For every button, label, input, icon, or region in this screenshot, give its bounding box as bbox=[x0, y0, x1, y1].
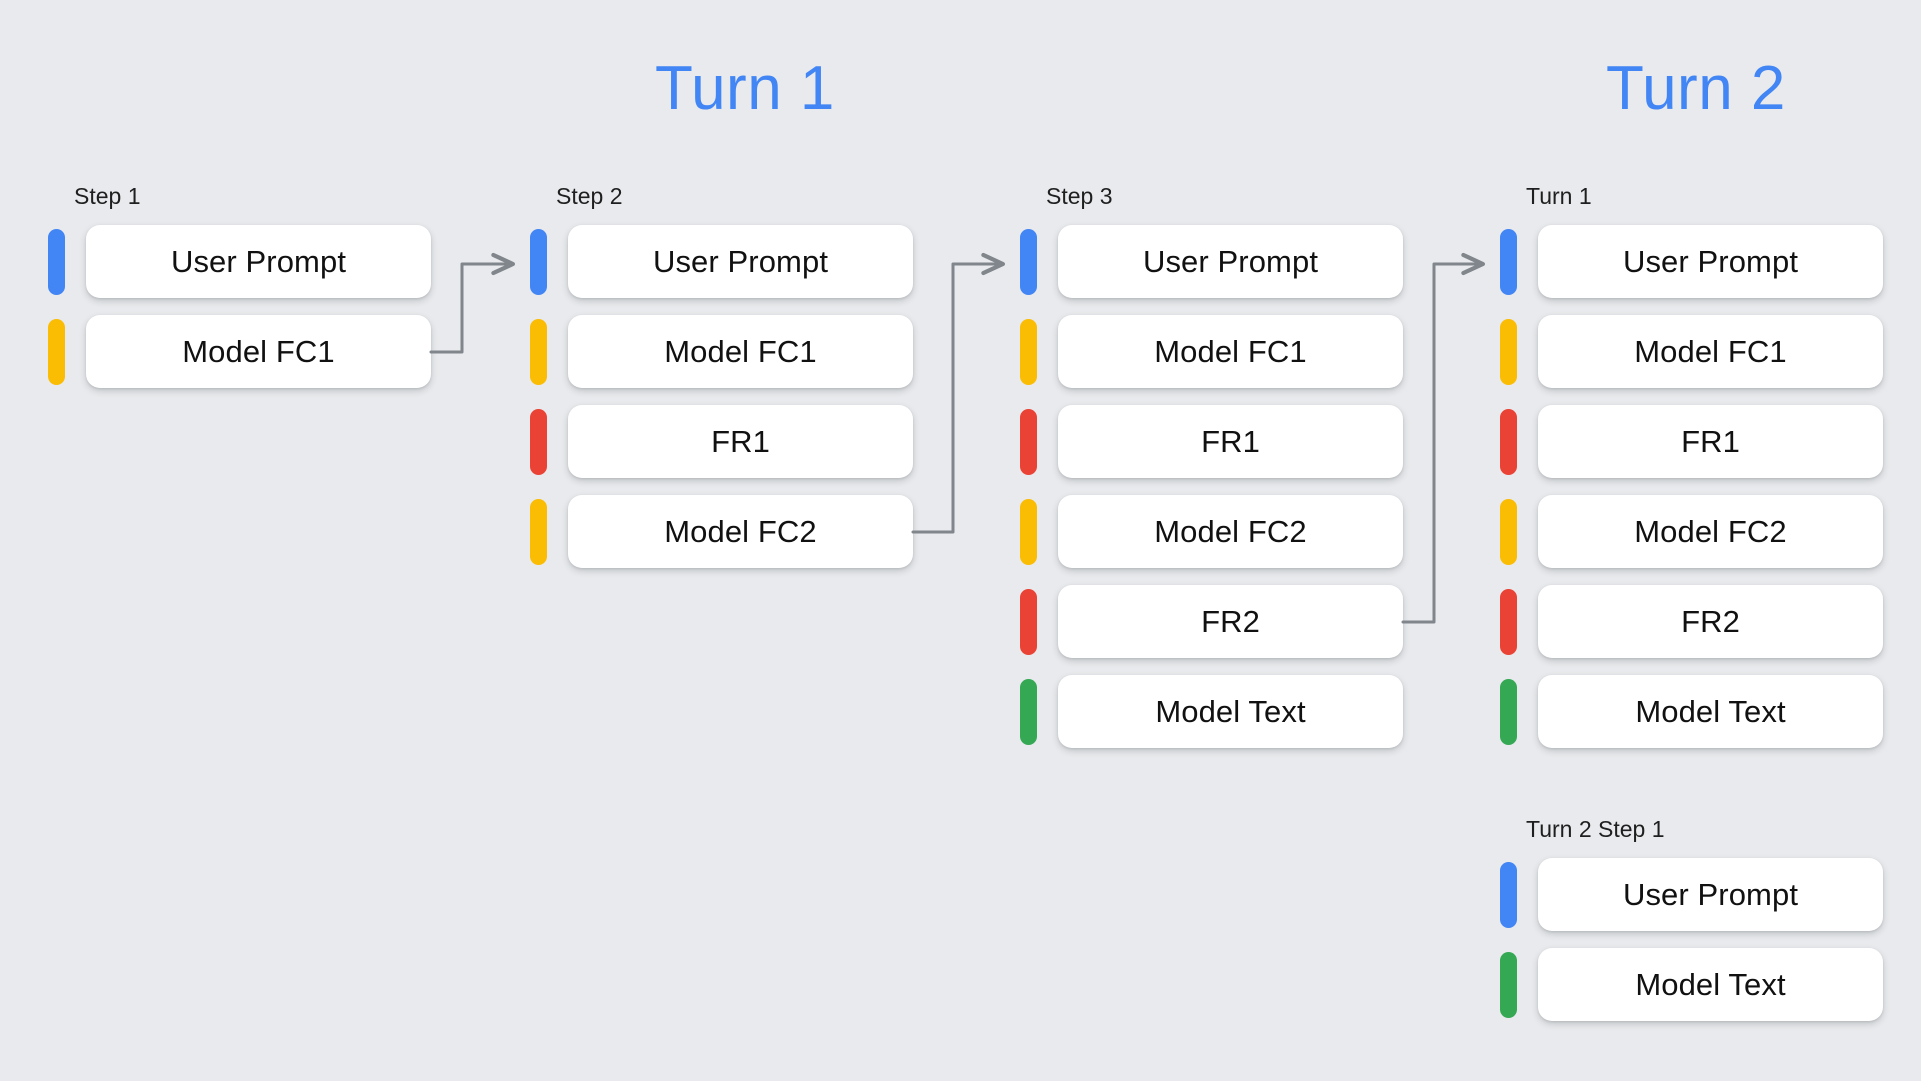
role-color-bar-yellow bbox=[1020, 319, 1037, 385]
role-color-bar-red bbox=[530, 409, 547, 475]
list-item[interactable]: Model FC2 bbox=[1500, 495, 1900, 568]
event-card[interactable]: FR2 bbox=[1058, 585, 1403, 658]
list-item[interactable]: User Prompt bbox=[1500, 858, 1900, 931]
connector-step2-to-step3 bbox=[911, 252, 1006, 534]
list-item[interactable]: Model FC1 bbox=[1020, 315, 1420, 388]
event-card[interactable]: Model FC1 bbox=[86, 315, 431, 388]
list-item[interactable]: Model FC1 bbox=[1500, 315, 1900, 388]
list-item[interactable]: Model FC2 bbox=[1020, 495, 1420, 568]
list-item[interactable]: User Prompt bbox=[1020, 225, 1420, 298]
role-color-bar-yellow bbox=[1500, 319, 1517, 385]
turn-2-header: Turn 2 bbox=[1606, 54, 1786, 123]
column-label-step-2: Step 2 bbox=[556, 183, 623, 209]
event-card-label: FR2 bbox=[1201, 603, 1260, 639]
list-item[interactable]: User Prompt bbox=[1500, 225, 1900, 298]
role-color-bar-green bbox=[1020, 679, 1037, 745]
event-card-label: User Prompt bbox=[652, 243, 829, 279]
event-card[interactable]: Model Text bbox=[1058, 675, 1403, 748]
event-card[interactable]: Model FC1 bbox=[1058, 315, 1403, 388]
event-card[interactable]: Model FC1 bbox=[1538, 315, 1883, 388]
column-label-step-1: Step 1 bbox=[74, 183, 141, 209]
list-item[interactable]: FR1 bbox=[530, 405, 930, 478]
event-card-label: Model Text bbox=[1635, 693, 1786, 729]
role-color-bar-blue bbox=[1500, 862, 1517, 928]
list-item[interactable]: User Prompt bbox=[48, 225, 448, 298]
event-card[interactable]: Model FC2 bbox=[568, 495, 913, 568]
event-card[interactable]: User Prompt bbox=[568, 225, 913, 298]
event-card[interactable]: Model FC2 bbox=[1538, 495, 1883, 568]
event-card[interactable]: FR2 bbox=[1538, 585, 1883, 658]
list-item[interactable]: Model FC1 bbox=[530, 315, 930, 388]
role-color-bar-yellow bbox=[530, 319, 547, 385]
role-color-bar-yellow bbox=[48, 319, 65, 385]
role-color-bar-blue bbox=[1500, 229, 1517, 295]
list-item[interactable]: FR2 bbox=[1500, 585, 1900, 658]
event-card-label: User Prompt bbox=[1142, 243, 1319, 279]
event-card-label: Model FC1 bbox=[1634, 333, 1787, 369]
event-card-label: Model FC1 bbox=[664, 333, 817, 369]
event-card-label: FR2 bbox=[1681, 603, 1740, 639]
turn-1-header: Turn 1 bbox=[655, 54, 835, 123]
role-color-bar-blue bbox=[1020, 229, 1037, 295]
role-color-bar-blue bbox=[48, 229, 65, 295]
event-card-label: Model FC2 bbox=[1634, 513, 1787, 549]
event-card[interactable]: Model Text bbox=[1538, 948, 1883, 1021]
event-card-label: Model FC2 bbox=[1154, 513, 1307, 549]
event-card-label: User Prompt bbox=[1622, 876, 1799, 912]
event-card-label: User Prompt bbox=[1622, 243, 1799, 279]
event-card-label: Model FC2 bbox=[664, 513, 817, 549]
event-card-label: FR1 bbox=[1201, 423, 1260, 459]
event-card[interactable]: FR1 bbox=[568, 405, 913, 478]
role-color-bar-red bbox=[1500, 589, 1517, 655]
event-card[interactable]: FR1 bbox=[1538, 405, 1883, 478]
event-card-label: Model FC1 bbox=[182, 333, 335, 369]
event-card-label: FR1 bbox=[1681, 423, 1740, 459]
list-item[interactable]: FR1 bbox=[1500, 405, 1900, 478]
event-card[interactable]: User Prompt bbox=[86, 225, 431, 298]
event-card[interactable]: Model Text bbox=[1538, 675, 1883, 748]
list-item[interactable]: FR2 bbox=[1020, 585, 1420, 658]
event-card[interactable]: User Prompt bbox=[1058, 225, 1403, 298]
column-label-turn-2-step-1: Turn 2 Step 1 bbox=[1526, 816, 1665, 842]
role-color-bar-yellow bbox=[1020, 499, 1037, 565]
list-item[interactable]: Model Text bbox=[1020, 675, 1420, 748]
list-item[interactable]: FR1 bbox=[1020, 405, 1420, 478]
role-color-bar-red bbox=[1500, 409, 1517, 475]
event-card[interactable]: FR1 bbox=[1058, 405, 1403, 478]
event-card[interactable]: User Prompt bbox=[1538, 225, 1883, 298]
list-item[interactable]: Model FC2 bbox=[530, 495, 930, 568]
role-color-bar-yellow bbox=[530, 499, 547, 565]
event-card-label: Model Text bbox=[1155, 693, 1306, 729]
event-card-label: Model FC1 bbox=[1154, 333, 1307, 369]
column-label-step-3: Step 3 bbox=[1046, 183, 1113, 209]
column-label-turn-1: Turn 1 bbox=[1526, 183, 1592, 209]
list-item[interactable]: User Prompt bbox=[530, 225, 930, 298]
event-card-label: User Prompt bbox=[170, 243, 347, 279]
role-color-bar-yellow bbox=[1500, 499, 1517, 565]
event-card[interactable]: Model FC1 bbox=[568, 315, 913, 388]
list-item[interactable]: Model Text bbox=[1500, 675, 1900, 748]
role-color-bar-red bbox=[1020, 409, 1037, 475]
event-card[interactable]: Model FC2 bbox=[1058, 495, 1403, 568]
event-card-label: Model Text bbox=[1635, 966, 1786, 1002]
role-color-bar-blue bbox=[530, 229, 547, 295]
role-color-bar-red bbox=[1020, 589, 1037, 655]
list-item[interactable]: Model Text bbox=[1500, 948, 1900, 1021]
event-card-label: FR1 bbox=[711, 423, 770, 459]
event-card[interactable]: User Prompt bbox=[1538, 858, 1883, 931]
list-item[interactable]: Model FC1 bbox=[48, 315, 448, 388]
role-color-bar-green bbox=[1500, 679, 1517, 745]
role-color-bar-green bbox=[1500, 952, 1517, 1018]
